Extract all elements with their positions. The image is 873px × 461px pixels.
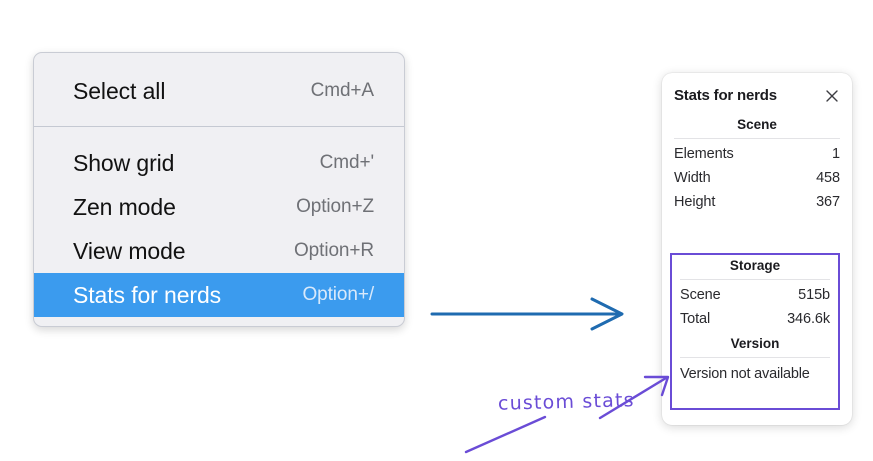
panel-title: Stats for nerds [674,87,777,104]
stat-value: 1 [832,146,840,162]
table-row: Elements 1 [674,142,840,166]
stats-for-nerds-panel[interactable]: Stats for nerds Scene Elements 1 Width 4… [662,73,852,425]
custom-stats-group: Storage Scene 515b Total 346.6k Version … [670,253,840,386]
stat-key: Elements [674,146,734,162]
divider [680,357,830,358]
menu-item-show-grid[interactable]: Show grid Cmd+' [34,141,404,185]
section-storage: Storage Scene 515b Total 346.6k [680,253,830,331]
annotation-label-custom-stats: custom stats [497,389,636,415]
menu-item-label: Show grid [73,149,175,176]
stat-key: Total [680,311,711,327]
menu-item-label: View mode [73,237,186,264]
menu-item-shortcut: Cmd+' [319,152,374,173]
menu-item-shortcut: Option+/ [302,284,374,305]
menu-item-label: Select all [73,77,166,104]
table-row: Width 458 [674,166,840,190]
divider [680,279,830,280]
menu-item-shortcut: Option+R [294,240,374,261]
section-scene: Scene Elements 1 Width 458 Height 367 [662,112,852,214]
section-title-scene: Scene [737,117,777,132]
stat-value: 367 [816,194,840,210]
menu-group-secondary: Show grid Cmd+' Zen mode Option+Z View m… [34,127,404,317]
table-row: Total 346.6k [680,307,830,331]
section-title-version: Version [730,336,780,351]
menu-item-shortcut: Option+Z [296,196,374,217]
context-menu[interactable]: Select all Cmd+A Show grid Cmd+' Zen mod… [33,52,405,327]
stat-value: 346.6k [787,311,830,327]
purple-underline-stroke [464,415,547,454]
stat-key: Height [674,194,716,210]
stat-key: Scene [680,287,721,303]
version-value: Version not available [680,366,810,382]
stat-value: 458 [816,170,840,186]
close-icon[interactable] [824,88,840,104]
menu-item-view-mode[interactable]: View mode Option+R [34,229,404,273]
divider [674,138,840,139]
menu-item-shortcut: Cmd+A [310,80,374,101]
menu-item-zen-mode[interactable]: Zen mode Option+Z [34,185,404,229]
panel-header: Stats for nerds [662,73,852,112]
menu-group-primary: Select all Cmd+A [34,55,404,127]
stat-key: Width [674,170,711,186]
menu-item-label: Zen mode [73,193,176,220]
blue-arrow-icon [430,297,624,331]
stat-value: 515b [798,287,830,303]
section-title-storage: Storage [729,258,781,273]
table-row: Height 367 [674,190,840,214]
section-version: Version Version not available [680,331,830,386]
menu-item-label: Stats for nerds [73,281,222,308]
menu-item-stats-for-nerds[interactable]: Stats for nerds Option+/ [34,273,404,317]
menu-item-select-all[interactable]: Select all Cmd+A [34,69,404,113]
table-row: Scene 515b [680,283,830,307]
